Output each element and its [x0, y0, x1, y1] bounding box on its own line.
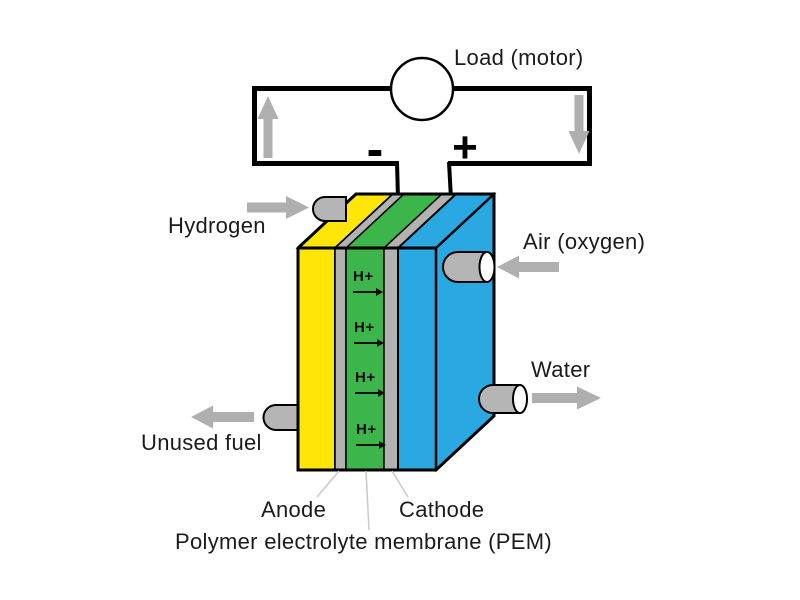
air-pipe-opening — [478, 251, 496, 283]
air-pipe — [442, 251, 488, 283]
electron-flow-down-arrow-icon — [568, 95, 590, 154]
stack-outline — [296, 192, 496, 472]
oxygen-plate-front — [397, 247, 437, 471]
positive-terminal-label: + — [452, 123, 478, 172]
anode-layer-front — [334, 247, 347, 471]
membrane-label: Polymer electrolyte membrane (PEM) — [175, 529, 552, 554]
hydrogen-in-arrow-icon — [247, 196, 309, 219]
proton-arrow-icon — [353, 288, 383, 296]
hydrogen-pipe — [312, 196, 347, 222]
proton-label: H+ — [355, 369, 376, 386]
cathode-leader-line — [391, 470, 409, 498]
anode-label: Anode — [261, 497, 327, 522]
water-pipe-opening — [512, 384, 528, 414]
air-in-arrow-icon — [497, 255, 559, 279]
membrane-leader-line — [365, 470, 370, 531]
unused-fuel-out-arrow-icon — [191, 405, 254, 429]
cathode-label: Cathode — [399, 497, 485, 522]
proton-arrow-icon — [355, 389, 385, 397]
proton-label: H+ — [354, 319, 375, 336]
unused-fuel-label: Unused fuel — [141, 430, 262, 455]
hydrogen-plate-front — [297, 247, 336, 471]
proton-arrow-icon — [354, 339, 384, 347]
water-pipe — [478, 384, 521, 414]
cathode-layer-front — [383, 247, 399, 471]
stack-corner-edge — [435, 193, 495, 249]
hydrogen-label: Hydrogen — [168, 213, 266, 238]
proton-label: H+ — [356, 421, 377, 438]
negative-terminal-label: - — [366, 121, 384, 177]
proton-label: H+ — [353, 268, 374, 285]
motor-symbol — [389, 56, 455, 122]
circuit-gap — [399, 159, 448, 169]
water-out-arrow-icon — [532, 386, 601, 410]
water-label: Water — [531, 357, 591, 382]
electron-flow-up-arrow-icon — [257, 96, 279, 158]
anode-leader-line — [316, 470, 340, 498]
load-label: Load (motor) — [454, 45, 584, 70]
proton-arrow-icon — [356, 441, 386, 449]
air-label: Air (oxygen) — [523, 229, 646, 254]
unused-fuel-pipe — [262, 404, 301, 431]
